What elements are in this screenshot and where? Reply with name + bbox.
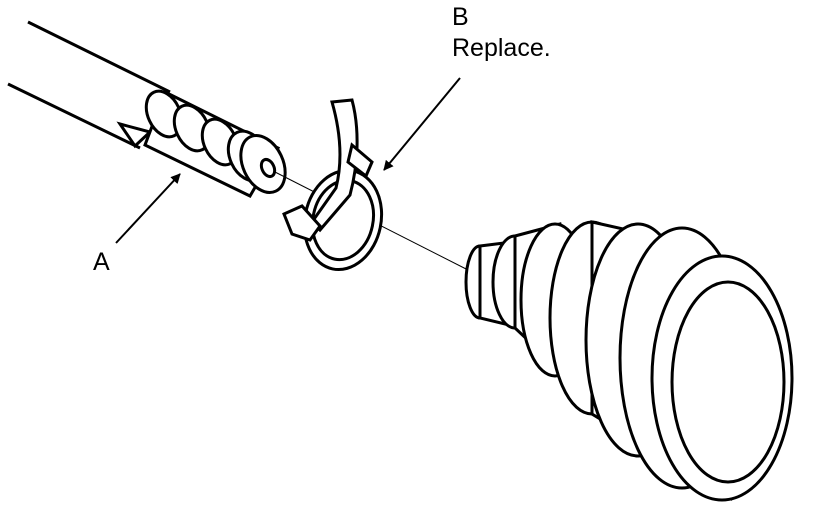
leader-arrow-b <box>383 77 461 171</box>
boot-band-clamp-part-b <box>282 98 384 272</box>
callout-b-letter: B <box>452 3 469 31</box>
leader-arrow-a <box>115 173 181 244</box>
drive-shaft <box>7 20 171 150</box>
callout-leaders <box>115 77 461 244</box>
shaft-end-part-a <box>116 89 287 198</box>
callout-b-note: Replace. <box>452 34 551 62</box>
callout-a-letter: A <box>93 248 110 276</box>
cv-joint-boot <box>464 220 794 502</box>
